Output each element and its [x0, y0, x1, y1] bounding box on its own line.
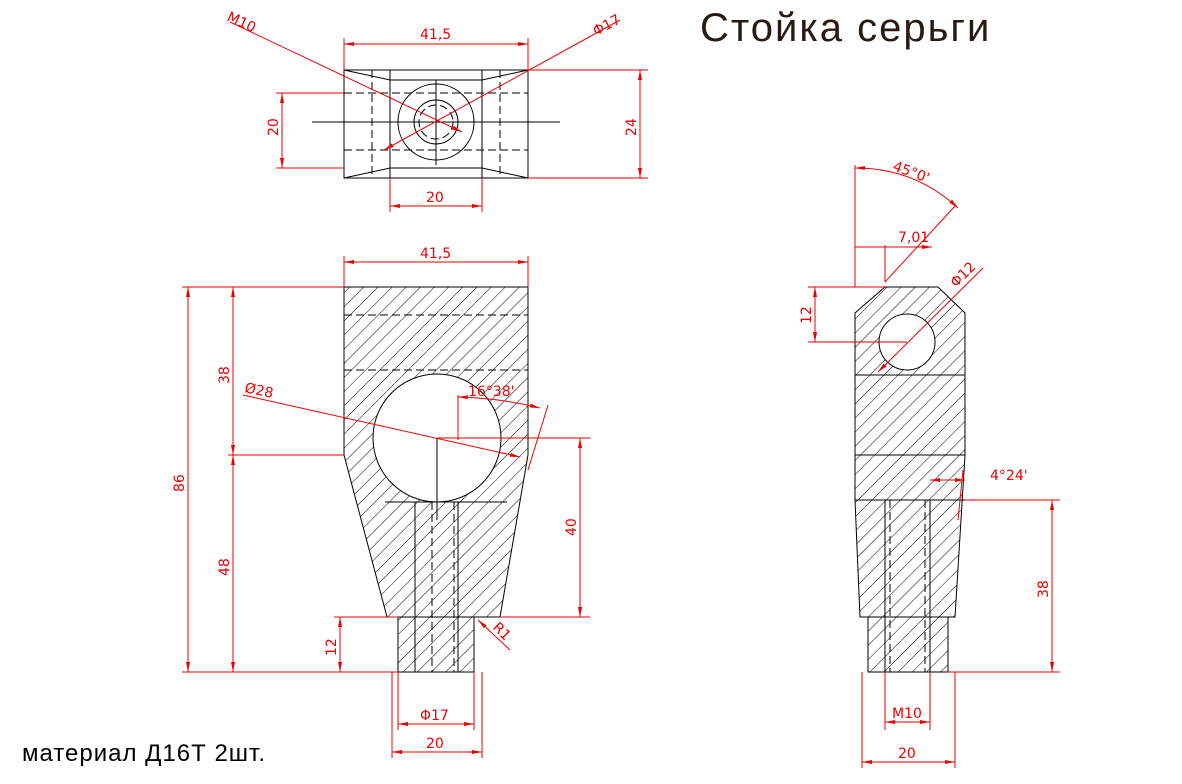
dim-radius: R1 [489, 620, 513, 644]
dim-top-thread: M10 [224, 9, 258, 36]
dim-lower: 48 [217, 558, 233, 576]
dim-stud-height: 12 [324, 638, 340, 656]
dim-front-angle: 16°38' [468, 384, 514, 400]
material-note: материал Д16Т 2шт. [22, 740, 267, 767]
dim-side-thread: M10 [892, 706, 922, 722]
dim-front-width: 41,5 [420, 246, 451, 262]
dim-side-hole: Φ12 [948, 259, 980, 291]
dim-upper: 38 [217, 366, 233, 384]
dim-top-inner-height: 20 [266, 118, 282, 136]
dim-side-top: 12 [799, 306, 815, 324]
dim-top-diameter: Φ17 [590, 12, 623, 40]
dim-stud-width: 20 [426, 736, 444, 752]
dim-top-inner-width: 20 [426, 190, 444, 206]
dim-top-height: 24 [624, 118, 640, 136]
dim-front-hole: Ø28 [243, 380, 275, 402]
front-view: 41,5 86 38 48 Ø28 16°38' 40 12 R1 Φ17 20 [172, 246, 590, 758]
dim-side-offset: 7,01 [898, 230, 929, 246]
dim-stud-diameter: Φ17 [420, 708, 449, 724]
dim-total-height: 86 [172, 474, 188, 492]
dim-side-lower: 38 [1036, 580, 1052, 598]
dim-side-angle: 45°0' [891, 159, 932, 187]
drawing-title: Стойка серьги [700, 6, 992, 50]
side-view: 45°0' 7,01 Φ12 12 4°24' 38 M10 20 [799, 159, 1060, 768]
top-view: 41,5 M10 Φ17 20 24 20 [224, 9, 648, 212]
dim-side-stud-width: 20 [898, 746, 916, 762]
dim-side-taper: 4°24' [990, 468, 1028, 484]
dim-center-height: 40 [564, 518, 580, 536]
dim-top-width: 41,5 [420, 27, 451, 43]
